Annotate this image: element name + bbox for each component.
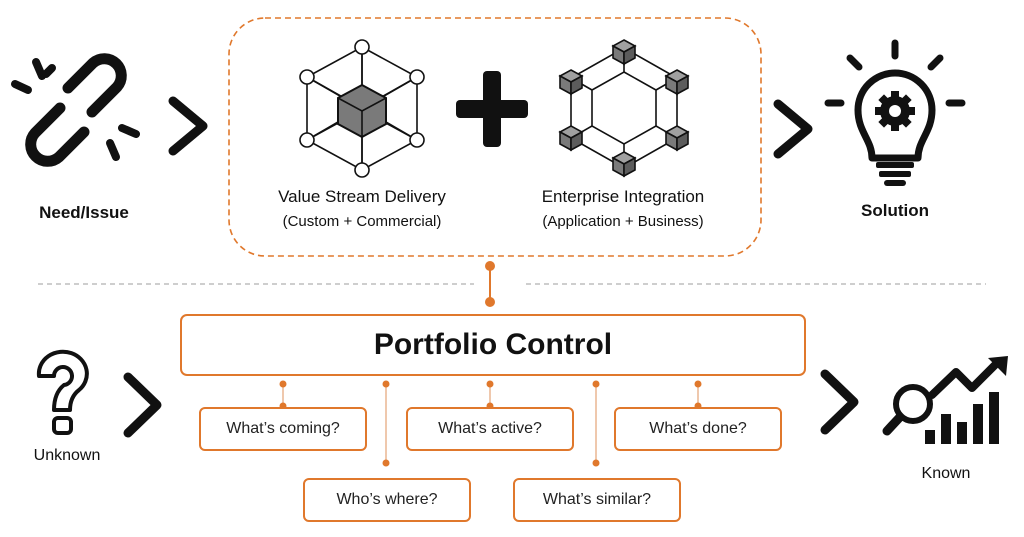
broken-link-icon [11, 53, 140, 167]
chevron-right-icon-4 [820, 369, 859, 435]
hex-cube-network-icon [559, 39, 689, 177]
plus-icon [456, 71, 528, 147]
connector-dot-top [485, 261, 495, 271]
chevron-right-icon-1 [168, 96, 208, 156]
unknown-label: Unknown [33, 447, 101, 464]
cube-network-icon [299, 39, 425, 178]
chevron-right-icon-2 [773, 99, 813, 159]
top-dashed-frame [228, 17, 762, 257]
need-issue-label: Need/Issue [39, 203, 129, 222]
value-stream-title: Value Stream Delivery [278, 187, 446, 206]
question-whats-active: What’s active? [406, 407, 574, 451]
connector-dot-bottom [485, 297, 495, 307]
value-stream-subtitle: (Custom + Commercial) [282, 213, 442, 230]
enterprise-title: Enterprise Integration [541, 187, 705, 206]
magnifier-growth-chart-icon [882, 356, 1008, 444]
question-whats-coming: What’s coming? [199, 407, 367, 451]
solution-label: Solution [861, 201, 929, 220]
lightbulb-gear-icon [824, 39, 966, 186]
question-mark-icon [36, 349, 89, 435]
question-whats-done: What’s done? [614, 407, 782, 451]
portfolio-control-box: Portfolio Control [180, 314, 806, 376]
chevron-right-icon-3 [123, 372, 162, 438]
question-connectors [282, 384, 699, 463]
portfolio-control-title: Portfolio Control [373, 328, 613, 361]
known-label: Known [921, 465, 971, 482]
question-whos-where: Who’s where? [303, 478, 471, 522]
enterprise-subtitle: (Application + Business) [542, 213, 704, 230]
question-whats-similar: What’s similar? [513, 478, 681, 522]
